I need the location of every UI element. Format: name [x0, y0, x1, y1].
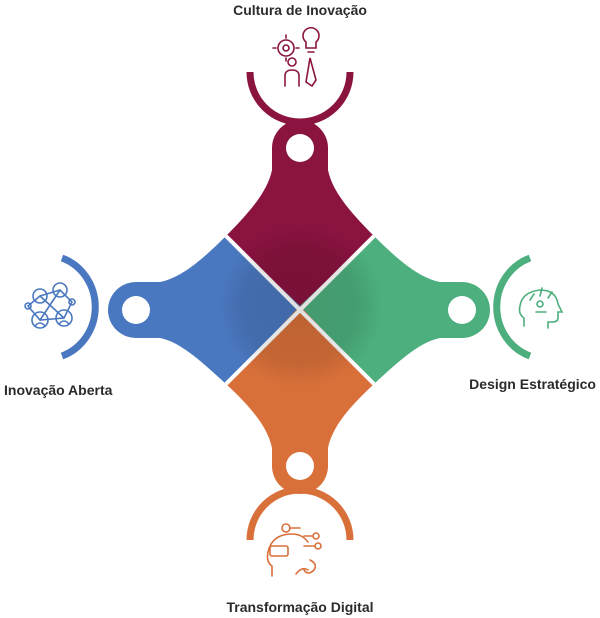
- arc-right: [493, 254, 532, 360]
- arc-left: [60, 254, 99, 360]
- label-right: Design Estratégico: [469, 376, 596, 392]
- people-network-icon: [24, 282, 76, 329]
- robot-head-circuit-icon: [266, 523, 322, 577]
- label-left: Inovação Aberta: [4, 382, 113, 398]
- arc-bottom: [246, 486, 354, 541]
- gear-lightbulb-person-icon: [272, 27, 320, 88]
- center-shade: [218, 224, 382, 388]
- head-ideas-icon: [518, 287, 564, 329]
- label-top: Cultura de Inovação: [233, 2, 367, 18]
- segment-top-hole: [286, 134, 314, 162]
- arc-top: [246, 71, 354, 126]
- segment-bottom-hole: [286, 452, 314, 480]
- segment-left-hole: [122, 296, 150, 324]
- label-bottom: Transformação Digital: [226, 599, 374, 615]
- segment-right-hole: [448, 296, 476, 324]
